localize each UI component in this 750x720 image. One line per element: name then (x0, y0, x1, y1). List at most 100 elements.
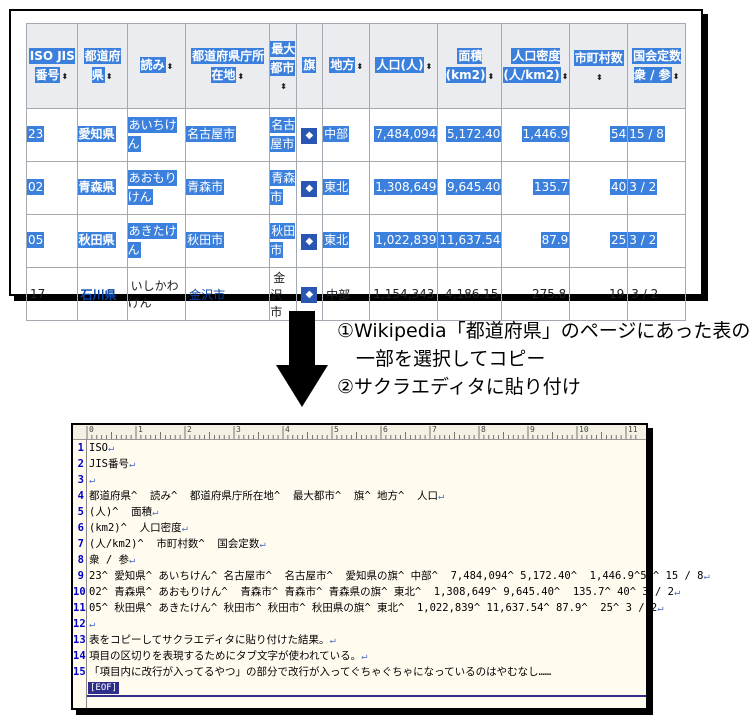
column-header-label: 面積(km2) (445, 47, 487, 83)
return-mark-icon: ↵ (703, 570, 710, 582)
line-number: 4 (77, 490, 84, 502)
line-content: 02^ 青森県^ あおもりけん^ 青森市^ 青森市^ 青森県の旗^ 東北^ 1,… (89, 586, 675, 598)
cell-text-density: 1,446.9 (521, 126, 570, 143)
return-mark-icon: ↵ (437, 490, 445, 502)
sort-icon[interactable]: ⬍ (561, 72, 569, 81)
cell-text-capital[interactable]: 金沢市 (189, 287, 226, 302)
sort-icon[interactable]: ⬍ (105, 72, 113, 81)
line-number: 13 (73, 634, 86, 646)
cell-density: 87.9 (501, 214, 571, 268)
cell-text-capital[interactable]: 名古屋市 (186, 126, 237, 143)
cell-text-seats: 15 / 8 (628, 126, 665, 143)
line-number: 14 (73, 650, 86, 662)
cell-flag: ◆ (295, 161, 324, 215)
column-header-4[interactable]: 最大都市⬍ (269, 23, 297, 109)
akita-flag-icon[interactable]: ◆ (301, 233, 318, 250)
cell-text-municipalities: 25 (609, 232, 628, 249)
cell-flag: ◆ (295, 108, 324, 162)
ruler-mark: 6 (383, 425, 388, 434)
column-header-10[interactable]: 市町村数 ⬍ (569, 23, 629, 109)
cell-pref: 秋田県 (76, 214, 128, 268)
return-mark-icon: ↵ (657, 602, 664, 614)
cell-text-municipalities: 19 (608, 287, 625, 301)
ruler-mark: 8 (481, 425, 486, 434)
line-text: JIS番号↵ (89, 458, 135, 470)
column-header-1[interactable]: 都道府県⬍ (76, 23, 128, 109)
cell-reading: いしかわけん (126, 267, 187, 321)
aomori-flag-icon[interactable]: ◆ (301, 180, 318, 197)
column-header-6[interactable]: 地方⬍ (322, 23, 371, 109)
cell-text-area: 5,172.40 (446, 126, 502, 143)
cell-text-largest[interactable]: 金沢市 (270, 270, 286, 319)
cell-text-seats: 3 / 2 (628, 232, 658, 249)
sort-icon[interactable]: ⬍ (237, 72, 245, 81)
line-content: (km2)^ 人口密度 (89, 522, 182, 534)
cell-flag: ◆ (295, 214, 324, 268)
aichi-flag-icon[interactable]: ◆ (301, 127, 318, 144)
cell-text-pref[interactable]: 秋田県 (77, 232, 116, 249)
line-number: 2 (77, 458, 84, 470)
line-text: 05^ 秋田県^ あきたけん^ 秋田市^ 秋田市^ 秋田県の旗^ 東北^ 1,0… (89, 602, 664, 614)
column-header-label: 読み (139, 57, 166, 74)
sort-icon[interactable]: ⬍ (166, 62, 174, 72)
cell-text-largest[interactable]: 秋田市 (270, 222, 296, 258)
cell-code: 17 (26, 267, 78, 321)
cell-text-reading: いしかわけん (127, 279, 179, 310)
column-header-11[interactable]: 国会定数衆 / 参⬍ (627, 23, 686, 109)
cell-region: 東北 (322, 214, 371, 268)
cell-capital: 秋田市 (185, 214, 271, 268)
cell-municipalities: 40 (569, 161, 629, 215)
prefecture-table: ISO JIS番号⬍都道府県⬍読み⬍都道府県庁所在地⬍最大都市⬍旗地方⬍人口(人… (26, 23, 686, 321)
column-header-label: 都道府県 (83, 47, 121, 83)
sort-icon[interactable]: ⬍ (280, 82, 287, 92)
column-header-label: 都道府県庁所在地 (191, 47, 265, 83)
column-header-8[interactable]: 面積(km2)⬍ (437, 23, 503, 109)
cell-text-reading: あきたけん (127, 222, 177, 258)
cell-density: 135.7 (501, 161, 571, 215)
sort-icon[interactable]: ⬍ (487, 72, 495, 81)
cell-population: 1,308,649 (369, 161, 439, 215)
line-content: 項目の区切りを表現するためにタブ文字が使われている。 (89, 650, 362, 662)
column-header-9[interactable]: 人口密度(人/km2)⬍ (501, 23, 571, 109)
cell-area: 5,172.40 (437, 108, 503, 162)
column-header-0[interactable]: ISO JIS番号⬍ (26, 23, 78, 109)
sort-icon[interactable]: ⬍ (595, 72, 603, 82)
line-content: 05^ 秋田県^ あきたけん^ 秋田市^ 秋田市^ 秋田県の旗^ 東北^ 1,0… (89, 602, 658, 614)
ishikawa-flag-icon[interactable]: ◆ (301, 286, 318, 303)
cell-reading: あおもりけん (126, 161, 187, 215)
sort-icon[interactable]: ⬍ (61, 72, 69, 81)
cell-text-code: 05 (27, 232, 45, 249)
cell-text-largest[interactable]: 名古屋市 (270, 116, 296, 152)
return-mark-icon: ↵ (89, 474, 96, 486)
column-header-2[interactable]: 読み⬍ (126, 23, 187, 109)
ruler-mark: 4 (285, 425, 290, 434)
cell-text-capital[interactable]: 青森市 (186, 179, 225, 196)
cell-text-pref[interactable]: 愛知県 (77, 126, 116, 143)
sort-icon[interactable]: ⬍ (356, 62, 364, 72)
column-header-7[interactable]: 人口(人)⬍ (369, 23, 439, 109)
cell-text-population: 1,308,649 (374, 179, 438, 196)
cell-text-pref[interactable]: 石川県 (80, 287, 117, 302)
cell-text-largest[interactable]: 青森市 (270, 169, 296, 205)
step1-note-line1: ①Wikipedia「都道府県」のページにあった表の (337, 320, 750, 342)
cell-text-reading: あいちけん (127, 116, 177, 152)
return-mark-icon: ↵ (152, 506, 159, 518)
column-header-3[interactable]: 都道府県庁所在地⬍ (185, 23, 271, 109)
column-header-label: 市町村数 (573, 50, 624, 67)
cell-text-capital[interactable]: 秋田市 (186, 232, 225, 249)
line-content: 都道府県^ 読み^ 都道府県庁所在地^ 最大都市^ 旗^ 地方^ 人口 (89, 490, 438, 502)
column-header-label: 地方 (329, 57, 356, 74)
return-mark-icon: ↵ (181, 522, 188, 534)
ruler-mark: 3 (236, 425, 241, 434)
cell-text-pref[interactable]: 青森県 (77, 179, 116, 196)
sort-icon[interactable]: ⬍ (425, 62, 433, 72)
step1-note-line2: 一部を選択してコピー (356, 348, 546, 370)
ruler-mark: 5 (334, 425, 339, 434)
sort-icon[interactable]: ⬍ (672, 72, 680, 81)
line-number: 10 (73, 586, 86, 598)
cell-text-population: 1,022,839 (374, 232, 438, 249)
